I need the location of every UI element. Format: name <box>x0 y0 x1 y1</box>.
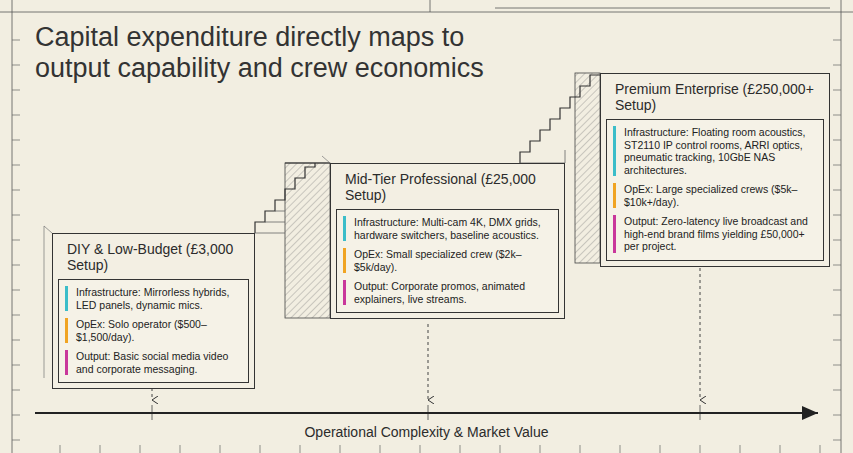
detail-line: Output: Basic social media video and cor… <box>65 350 242 375</box>
detail-line: OpEx: Small specialized crew ($2k–$5k/da… <box>343 248 552 273</box>
detail-line: OpEx: Large specialized crews ($5k–$10k+… <box>613 183 817 208</box>
axis-label: Operational Complexity & Market Value <box>0 424 853 440</box>
diagram-title: Capital expenditure directly maps to out… <box>35 22 505 84</box>
tier-block: DIY & Low-Budget (£3,000 Setup) Infrastru… <box>52 233 255 389</box>
detail-box: Infrastructure: Floating room acoustics,… <box>606 119 824 261</box>
detail-line: Infrastructure: Floating room acoustics,… <box>613 126 817 176</box>
detail-line: OpEx: Solo operator ($500–$1,500/day). <box>65 318 242 343</box>
tier-block: Premium Enterprise (£250,000+ Setup) Infr… <box>600 73 830 267</box>
tier-heading: Premium Enterprise (£250,000+ Setup) <box>601 74 829 119</box>
detail-box: Infrastructure: Mirrorless hybrids, LED … <box>58 279 249 383</box>
detail-box: Infrastructure: Multi-cam 4K, DMX grids,… <box>336 209 559 313</box>
tier-block: Mid-Tier Professional (£25,000 Setup) Inf… <box>330 163 565 319</box>
tier-heading: Mid-Tier Professional (£25,000 Setup) <box>331 164 564 209</box>
detail-line: Infrastructure: Multi-cam 4K, DMX grids,… <box>343 216 552 241</box>
axis-label-text: Operational Complexity & Market Value <box>300 424 552 440</box>
tier-heading: DIY & Low-Budget (£3,000 Setup) <box>53 234 254 279</box>
detail-line: Infrastructure: Mirrorless hybrids, LED … <box>65 286 242 311</box>
detail-line: Output: Zero-latency live broadcast and … <box>613 215 817 253</box>
detail-line: Output: Corporate promos, animated expla… <box>343 280 552 305</box>
